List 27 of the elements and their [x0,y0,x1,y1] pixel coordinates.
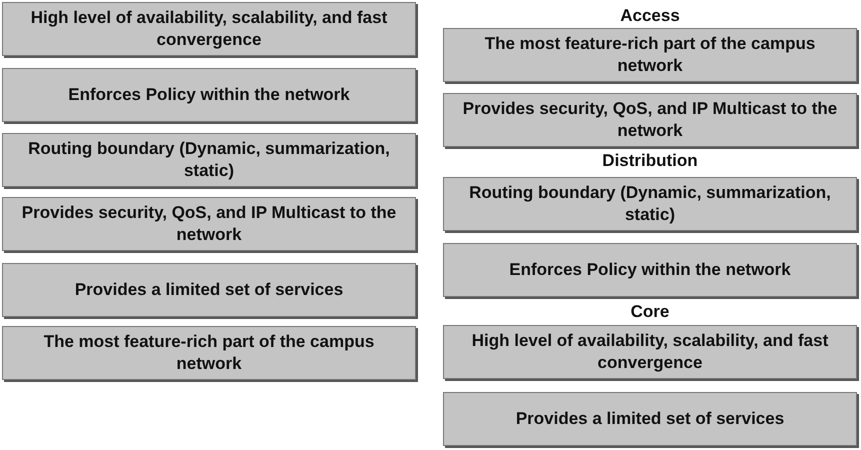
box-text: The most feature-rich part of the campus network [484,33,816,77]
text-box [2,2,416,56]
text-box [443,28,857,82]
box-text: High level of availability, scalability, and fast convergence [30,7,388,51]
box-text: Provides security, QoS, and IP Multicast to the network [20,202,398,246]
section-heading: Distribution [601,151,699,171]
box-text: Provides a limited set of services [514,408,786,430]
text-box [2,326,416,380]
text-box [2,263,416,317]
box-text: Enforces Policy within the network [508,259,792,281]
box-text: The most feature-rich part of the campus network [42,331,376,375]
text-box [443,392,857,446]
box-text: High level of availability, scalability, and fast convergence [470,330,830,374]
box-text: Enforces Policy within the network [67,84,351,106]
box-text: Routing boundary (Dynamic, summarization, static) [468,182,832,226]
text-box [2,197,416,251]
text-box [443,243,857,297]
section-heading: Access [619,6,681,26]
text-box [2,133,416,187]
text-box [443,325,857,379]
box-text: Provides security, QoS, and IP Multicast to the network [462,98,838,142]
text-box [2,68,416,122]
box-text: Routing boundary (Dynamic, summarization, static) [27,138,391,182]
section-heading: Core [630,302,670,322]
text-box [443,177,857,231]
text-box [443,93,857,147]
box-text: Provides a limited set of services [74,279,344,301]
